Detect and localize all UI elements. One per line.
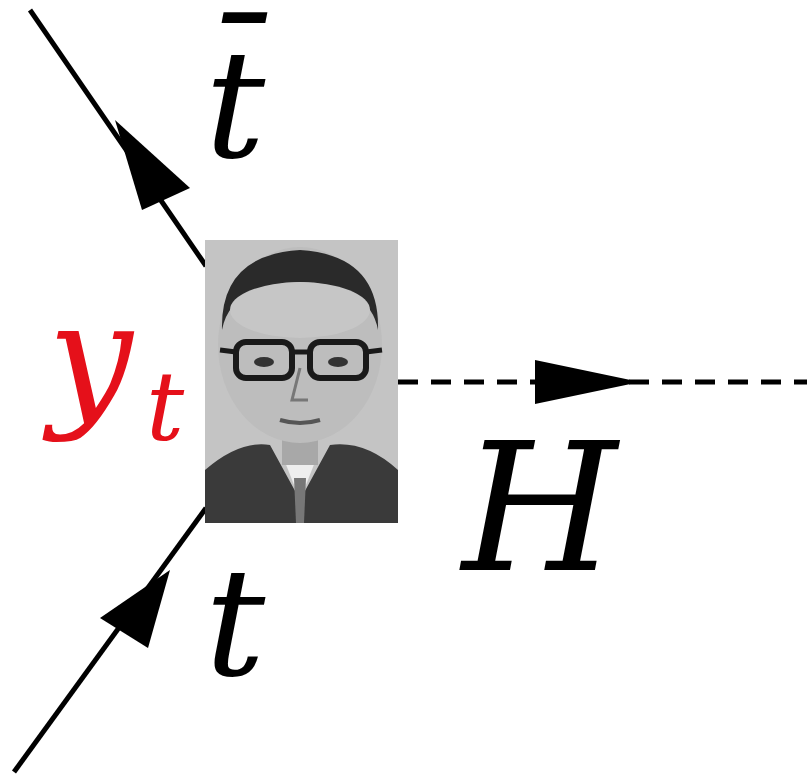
coupling-symbol: y [48, 282, 133, 432]
antitop-line [30, 10, 206, 266]
scalar-arrow [535, 360, 640, 404]
particle-label: t̄ [205, 30, 265, 180]
top-line [14, 508, 206, 772]
particle-label: H [462, 420, 617, 598]
fermion-arrow [115, 120, 190, 210]
portrait-photo [205, 240, 398, 523]
higgs-line [398, 360, 807, 404]
coupling-subscript: t [146, 360, 184, 455]
fermion-arrow [100, 570, 170, 648]
particle-label: t [205, 548, 265, 698]
